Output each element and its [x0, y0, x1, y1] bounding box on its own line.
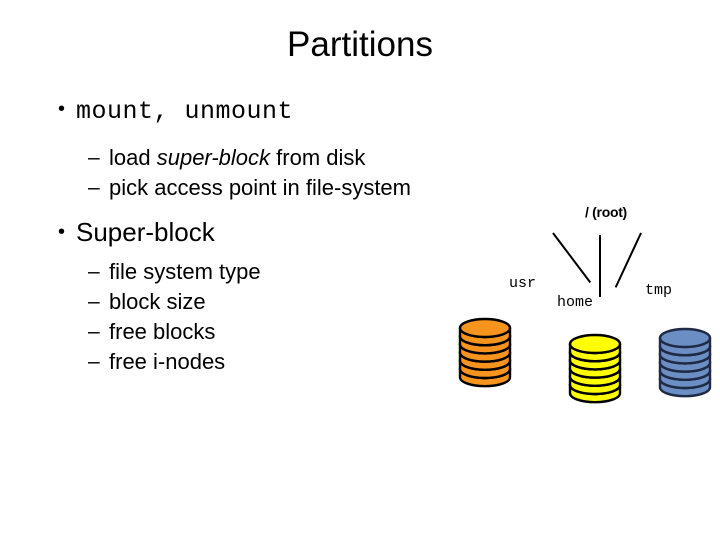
subitem-load-superblock: – load super-block from disk: [46, 143, 486, 173]
bullet-item-superblock: • Super-block: [46, 215, 486, 249]
filesystem-tree-diagram: / (root) usr home tmp: [440, 190, 720, 404]
subitem-block-size: – block size: [46, 287, 486, 317]
bullet-label: mount, unmount: [76, 97, 294, 126]
disk-stack-usr: [456, 316, 514, 388]
disk-stack-tmp-graphic: [658, 327, 712, 398]
disk-stack-home: [566, 332, 624, 404]
tree-edge-root-to-tmp: [614, 232, 642, 288]
bullet-label: Super-block: [76, 217, 215, 247]
disk-stack-home-graphic: [568, 333, 622, 404]
disk-stack-tmp: [656, 326, 714, 398]
dash-marker: –: [88, 146, 100, 169]
bullet-marker: •: [58, 221, 66, 243]
tree-node-usr-label: usr: [509, 275, 537, 292]
bullet-marker: •: [58, 98, 66, 120]
dash-marker: –: [88, 260, 100, 283]
bullet-item-mount: • mount, unmount: [46, 92, 486, 129]
page-title: Partitions: [287, 25, 433, 64]
dash-marker: –: [88, 350, 100, 373]
tree-node-home-label: home: [557, 294, 594, 311]
subitem-file-system-type: – file system type: [46, 257, 486, 287]
dash-marker: –: [88, 290, 100, 313]
tree-node-tmp-label: tmp: [645, 282, 673, 299]
subitem-pick-access-point: – pick access point in file-system: [46, 173, 486, 203]
spacer: [46, 203, 486, 215]
subitem-free-inodes: – free i-nodes: [46, 347, 486, 377]
tree-edge-root-to-home: [599, 235, 601, 297]
dash-marker: –: [88, 320, 100, 343]
spacer: [46, 131, 486, 143]
subitem-text-part: from disk: [270, 145, 366, 170]
subitem-text-part: load: [109, 145, 157, 170]
bullet-list: • mount, unmount – load super-block from…: [46, 92, 486, 377]
subitem-text-part: block size: [109, 289, 206, 314]
subitem-text-part: file system type: [109, 259, 261, 284]
subitem-text-part: free blocks: [109, 319, 216, 344]
tree-edge-root-to-usr: [552, 232, 592, 284]
subitem-text-emphasis: super-block: [156, 145, 271, 170]
dash-marker: –: [88, 176, 100, 199]
subitem-free-blocks: – free blocks: [46, 317, 486, 347]
disk-stack-usr-graphic: [458, 317, 512, 388]
subitem-text-part: pick access point in file-system: [109, 175, 411, 200]
tree-node-root-label: / (root): [585, 204, 627, 220]
subitem-text-part: free i-nodes: [109, 349, 226, 374]
